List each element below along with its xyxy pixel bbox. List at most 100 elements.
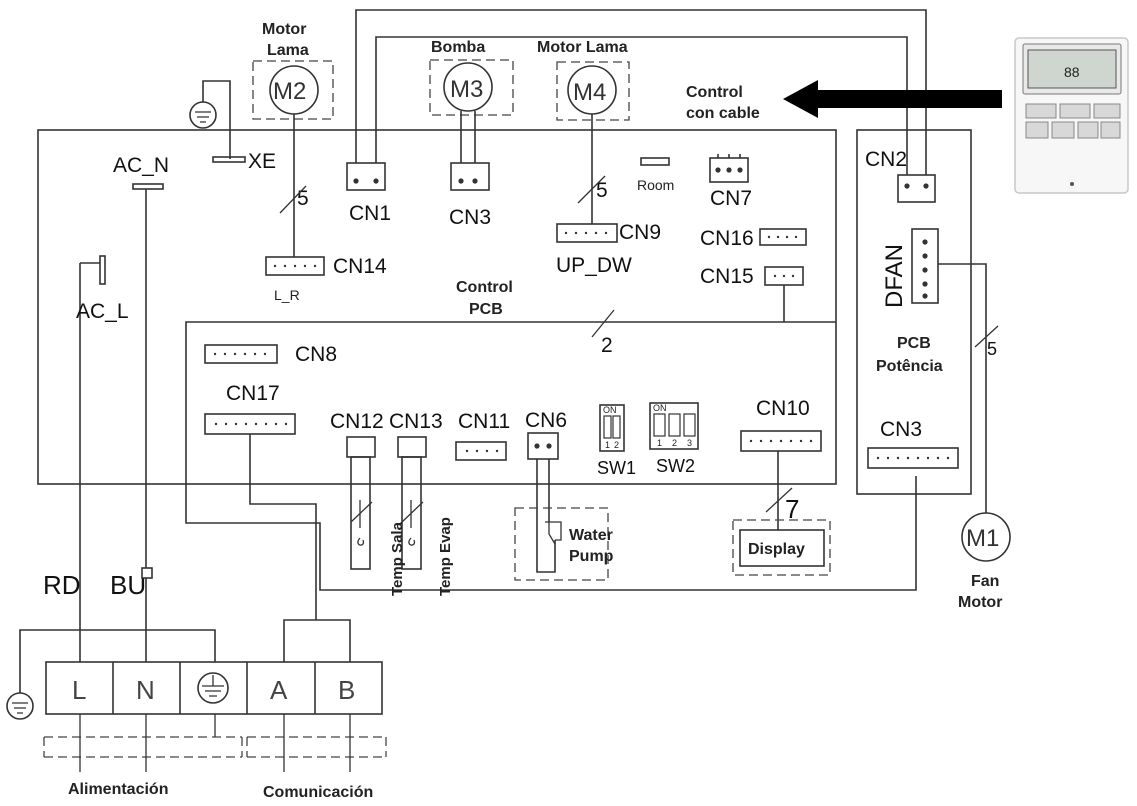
cn6-label: CN6	[525, 409, 567, 432]
cn8-label: CN8	[295, 343, 337, 366]
display-box	[739, 529, 825, 567]
sw1-on-label: ON	[603, 405, 617, 415]
comunicacion-bundle	[246, 736, 387, 758]
arrow-icon	[783, 80, 1002, 118]
room-sensor	[640, 157, 670, 166]
display-label: Display	[748, 541, 805, 558]
motor-m3-label: M3	[450, 76, 483, 103]
terminal-block	[45, 661, 383, 715]
cn3-motor-label: CN3	[449, 206, 491, 229]
bu-tag	[141, 567, 153, 579]
motor-m2-label: M2	[273, 78, 306, 105]
bu-label: BU	[110, 570, 146, 600]
fan-motor-label-1: Fan	[971, 573, 999, 590]
lower-region-outline	[185, 321, 917, 591]
cn11-label: CN11	[458, 410, 510, 433]
power-pcb-board	[856, 129, 972, 495]
cn17-wire	[249, 434, 317, 620]
terminal-a: A	[270, 675, 288, 705]
terminal-ground-icon	[197, 672, 229, 704]
ground-top-wire	[202, 80, 231, 159]
fan-motor-m1-label: M1	[966, 525, 999, 552]
cn13-connector	[397, 436, 427, 458]
ac-l-label: AC_L	[76, 300, 129, 323]
l-r-label: L_R	[274, 287, 300, 303]
water-pump-switch-icon	[545, 521, 562, 545]
pcb-potencia-label-2: Potência	[876, 358, 943, 375]
cn10-label: CN10	[756, 397, 810, 420]
motor-m4-label: M4	[573, 79, 606, 106]
motor-lama-label-2: Lama	[267, 42, 309, 59]
temp-evap-thermistor	[401, 456, 422, 570]
control-cable-label-1: Control	[686, 84, 743, 101]
wire-slash-7	[765, 487, 793, 513]
control-pcb-label-1: Control	[456, 279, 513, 296]
motor-m3-icon	[443, 62, 493, 112]
cn7-label: CN7	[710, 187, 752, 210]
ac-n-label: AC_N	[113, 154, 169, 177]
terminal-b: B	[338, 675, 355, 705]
sw2-label: SW2	[656, 456, 695, 476]
remote-screen-digits: 88	[1064, 64, 1080, 80]
control-cable-label-2: con cable	[686, 105, 760, 122]
cn6-wires	[536, 459, 556, 573]
cn1-inner-wire	[375, 36, 908, 180]
comm-wires	[283, 619, 351, 662]
ac-l-terminal	[99, 255, 106, 285]
feed-wires	[19, 578, 216, 693]
alimentacion-bundle	[43, 736, 243, 758]
room-label: Room	[637, 177, 674, 193]
terminal-l: L	[72, 675, 86, 705]
cn15-label: CN15	[700, 265, 754, 288]
water-pump-frame	[514, 507, 609, 581]
wire-slash-c	[974, 325, 999, 348]
cn3-motor-connector	[450, 162, 490, 191]
temp-evap-symbol	[401, 500, 424, 546]
terminal-n: N	[136, 675, 155, 705]
cn3-power-connector	[867, 447, 959, 469]
sw2-on-label: ON	[653, 403, 667, 413]
cn1-connector	[346, 162, 386, 191]
motor-m4-frame	[556, 61, 630, 121]
xe-label: XE	[248, 150, 276, 173]
cn12-label: CN12	[330, 410, 384, 433]
cn13-label: CN13	[389, 410, 443, 433]
sw1-label: SW1	[597, 458, 636, 478]
ground-top-icon	[189, 101, 217, 129]
wire-count-5-c: 5	[987, 339, 997, 359]
wire-count-5-b: 5	[596, 179, 608, 202]
wired-remote-controller: 88	[1014, 37, 1129, 194]
bomba-label: Bomba	[431, 39, 485, 56]
ground-top-lines	[195, 111, 211, 123]
up-dw-label: UP_DW	[556, 254, 632, 277]
pcb-potencia-label-1: PCB	[897, 335, 931, 352]
control-pcb-label-2: PCB	[469, 301, 503, 318]
wire-count-2: 2	[601, 334, 613, 357]
temp-sala-label: Temp Sala	[389, 521, 406, 596]
cn11-connector	[455, 441, 507, 461]
sw2-pin-1: 1	[657, 438, 662, 448]
cn6-connector	[527, 432, 559, 460]
rd-label: RD	[43, 570, 81, 600]
cn17-label: CN17	[226, 382, 280, 405]
wire-slash-b	[577, 175, 606, 204]
xe-terminal	[212, 156, 246, 163]
temp-sala-thermistor	[350, 456, 371, 570]
water-pump-label-2: Pump	[569, 548, 614, 565]
cn2-label: CN2	[865, 148, 907, 171]
sw2-pin-3: 3	[687, 438, 692, 448]
cn1-label: CN1	[349, 202, 391, 225]
sw2-pin-2: 2	[672, 438, 677, 448]
dfan-label: DFAN	[881, 244, 908, 308]
bundle-drops	[79, 714, 351, 772]
terminal-dividers	[112, 662, 316, 714]
ac-n-terminal	[132, 183, 164, 190]
motor-m2-frame	[252, 60, 334, 120]
cn8-connector	[204, 344, 278, 364]
cn16-label: CN16	[700, 227, 754, 250]
wire-slash-2	[591, 309, 615, 338]
ground-bottom-icon	[6, 692, 34, 720]
motor-lama-label-1: Motor	[262, 21, 306, 38]
fan-motor-label-2: Motor	[958, 594, 1002, 611]
display-frame	[732, 519, 831, 576]
